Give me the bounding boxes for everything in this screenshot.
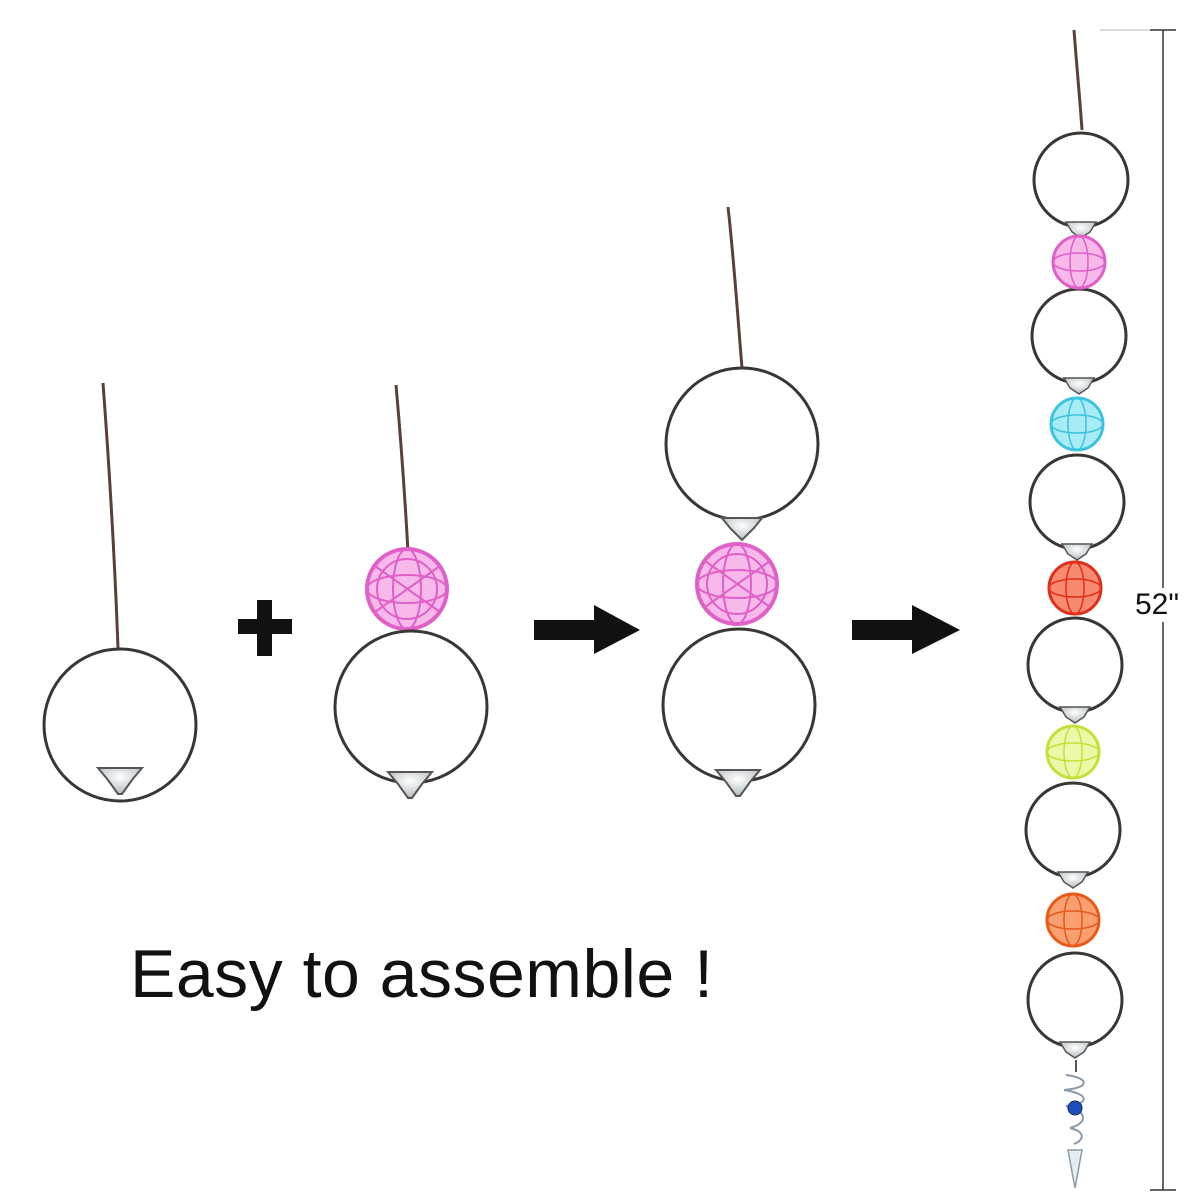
feeder-ring-top — [664, 366, 820, 522]
nectar-cup — [1056, 871, 1090, 889]
feeder-ring — [333, 629, 489, 785]
hanger-wire — [101, 382, 120, 649]
crystal-drop — [1067, 1149, 1083, 1189]
full-chain — [1024, 29, 1130, 1189]
feeder-ring — [42, 647, 198, 803]
nectar-cup — [1060, 543, 1094, 561]
nectar-cup — [1064, 221, 1098, 239]
wind-spinner — [1063, 1060, 1085, 1189]
chain-ring — [1030, 287, 1128, 385]
nectar-cup — [385, 771, 435, 799]
hanger-wire — [394, 384, 410, 553]
feeder-ring-bottom — [661, 627, 817, 783]
nectar-cup — [713, 769, 763, 797]
yellow-wicker-ball — [1045, 724, 1101, 780]
chain-ring — [1026, 951, 1124, 1049]
chain-ring — [1024, 781, 1122, 879]
pink-wicker-ball — [1051, 234, 1107, 290]
chain-ring — [1026, 616, 1124, 714]
red-wicker-ball — [1047, 560, 1103, 616]
arrow-right-icon — [534, 605, 640, 654]
hanger-wire — [726, 206, 744, 369]
orange-wicker-ball — [1045, 892, 1101, 948]
ball-weave — [696, 543, 778, 625]
two-rings-with-pink-ball — [661, 206, 820, 797]
plus-icon — [238, 600, 292, 656]
caption-text: Easy to assemble ! — [130, 936, 714, 1012]
chain-ring — [1032, 131, 1130, 229]
nectar-cup — [1058, 706, 1092, 724]
blue-wicker-ball — [1049, 396, 1105, 452]
nectar-cup — [1058, 1041, 1092, 1059]
nectar-cup — [719, 517, 765, 542]
height-label: 52" — [1133, 588, 1182, 622]
blue-bead — [1067, 1100, 1083, 1116]
hanger-wire — [1072, 29, 1084, 131]
ball-weave — [366, 548, 448, 630]
chain-ring — [1028, 453, 1126, 551]
single-ring-feeder — [42, 382, 198, 803]
arrow-right-icon — [852, 605, 960, 654]
ring-with-pink-ball — [333, 384, 489, 799]
nectar-cup — [1062, 377, 1096, 395]
nectar-cup — [95, 767, 145, 795]
